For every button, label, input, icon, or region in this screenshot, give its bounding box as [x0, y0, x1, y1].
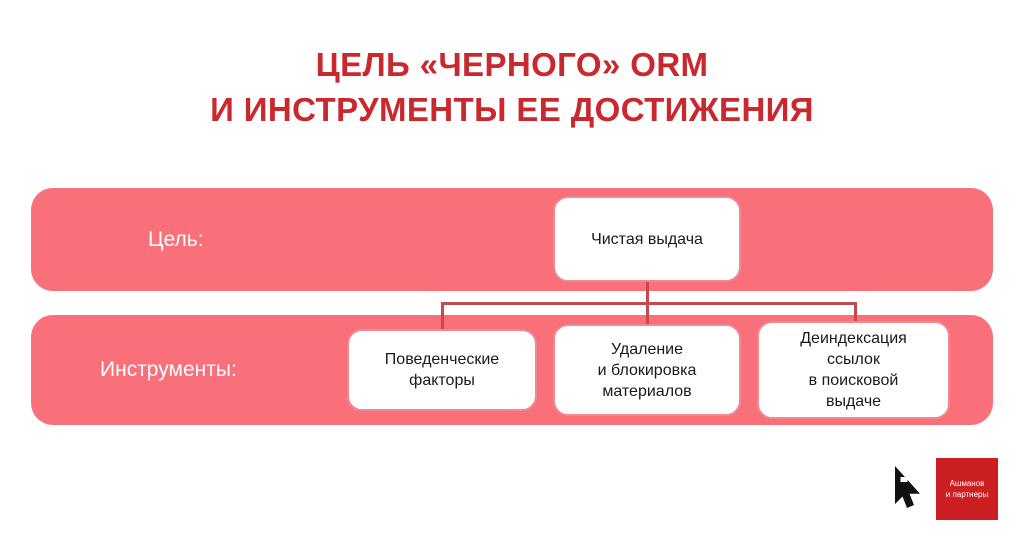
- goal-card-text: Чистая выдача: [583, 229, 711, 250]
- goal-band: [31, 188, 993, 291]
- tool-card-2-line-2: и блокировка: [597, 361, 697, 379]
- connector-drop-1: [441, 302, 444, 330]
- goal-label: Цель:: [148, 228, 204, 251]
- tool-card-2-line-3: материалов: [602, 382, 692, 400]
- tool-card-2-text: Удаление и блокировка материалов: [590, 339, 705, 402]
- tool-card-1-line-2: факторы: [409, 372, 475, 389]
- logo-line-1: Ашманов: [949, 479, 985, 488]
- title-line-1: ЦЕЛЬ «ЧЕРНОГО» ORM: [315, 46, 709, 83]
- tool-card-2-line-1: Удаление: [610, 340, 684, 358]
- tool-card-3-line-4: выдаче: [825, 393, 882, 410]
- tool-card-1-text: Поведенческие факторы: [377, 349, 507, 391]
- tool-card-deindexation[interactable]: Деиндексация ссылок в поисковой выдаче: [757, 321, 950, 419]
- tool-card-1-line-1: Поведенческие: [384, 351, 500, 368]
- brand-logo: Ашманов и партнеры: [888, 458, 998, 520]
- connector-drop-3: [854, 302, 857, 323]
- goal-card-clean-serp[interactable]: Чистая выдача: [553, 196, 741, 282]
- title-line-2: И ИНСТРУМЕНТЫ ЕЕ ДОСТИЖЕНИЯ: [210, 91, 814, 128]
- tool-card-3-line-1: Деиндексация: [800, 330, 907, 347]
- page-title: ЦЕЛЬ «ЧЕРНОГО» ORM И ИНСТРУМЕНТЫ ЕЕ ДОСТ…: [0, 42, 1024, 132]
- tool-card-behavioral-factors[interactable]: Поведенческие факторы: [347, 329, 537, 411]
- logo-line-2: и партнеры: [945, 490, 989, 499]
- connector-drop-2: [646, 302, 649, 326]
- tool-card-3-text: Деиндексация ссылок в поисковой выдаче: [792, 328, 915, 412]
- cursor-a-icon: [895, 466, 920, 508]
- tool-card-removal-blocking[interactable]: Удаление и блокировка материалов: [553, 324, 741, 416]
- connector-bus: [441, 302, 857, 305]
- tool-card-3-line-3: в поисковой: [808, 372, 899, 389]
- goal-card-line-1: Чистая выдача: [591, 230, 703, 248]
- connector-trunk: [646, 282, 649, 304]
- tool-card-3-line-2: ссылок: [827, 351, 880, 368]
- logo-wordmark-box: Ашманов и партнеры: [936, 458, 998, 520]
- tools-label: Инструменты:: [100, 358, 237, 381]
